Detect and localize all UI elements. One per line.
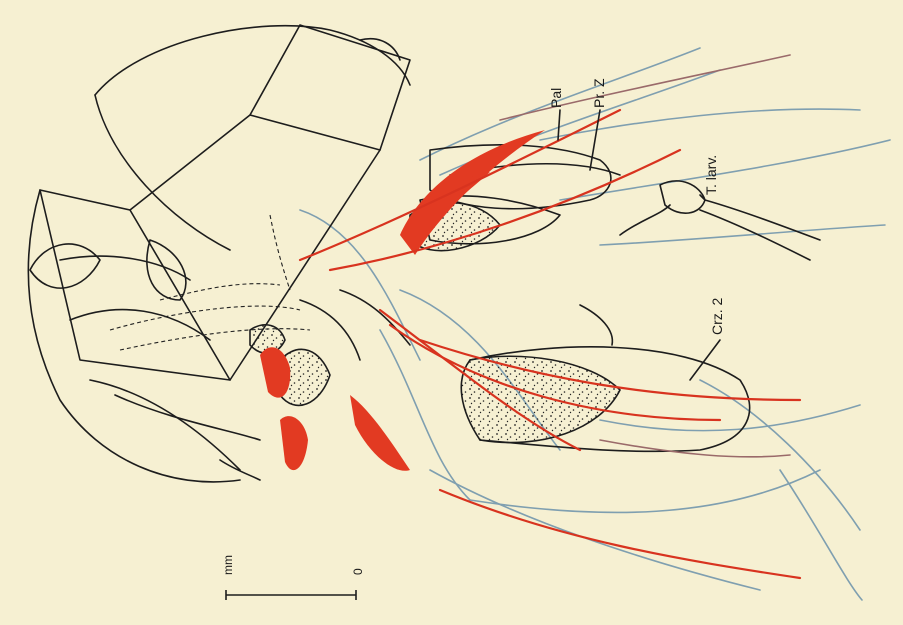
head-capsule-outline	[28, 25, 410, 482]
label-prz: Pr. Z	[591, 78, 607, 108]
mouthparts	[250, 145, 750, 452]
tentorium-larva-structure	[620, 181, 820, 260]
label-tlarv: T. larv.	[703, 155, 719, 195]
scale-bar: mm 0	[221, 555, 365, 600]
label-pal: Pal	[548, 88, 564, 108]
label-leaders	[558, 110, 720, 380]
scale-unit-label: mm	[221, 555, 235, 575]
blue-outline-lines	[300, 48, 890, 600]
red-muscle-lines	[300, 55, 800, 578]
label-crz2: Crz. 2	[709, 297, 725, 335]
scale-zero-label: 0	[351, 568, 365, 575]
internal-dashed-lines	[110, 215, 310, 350]
